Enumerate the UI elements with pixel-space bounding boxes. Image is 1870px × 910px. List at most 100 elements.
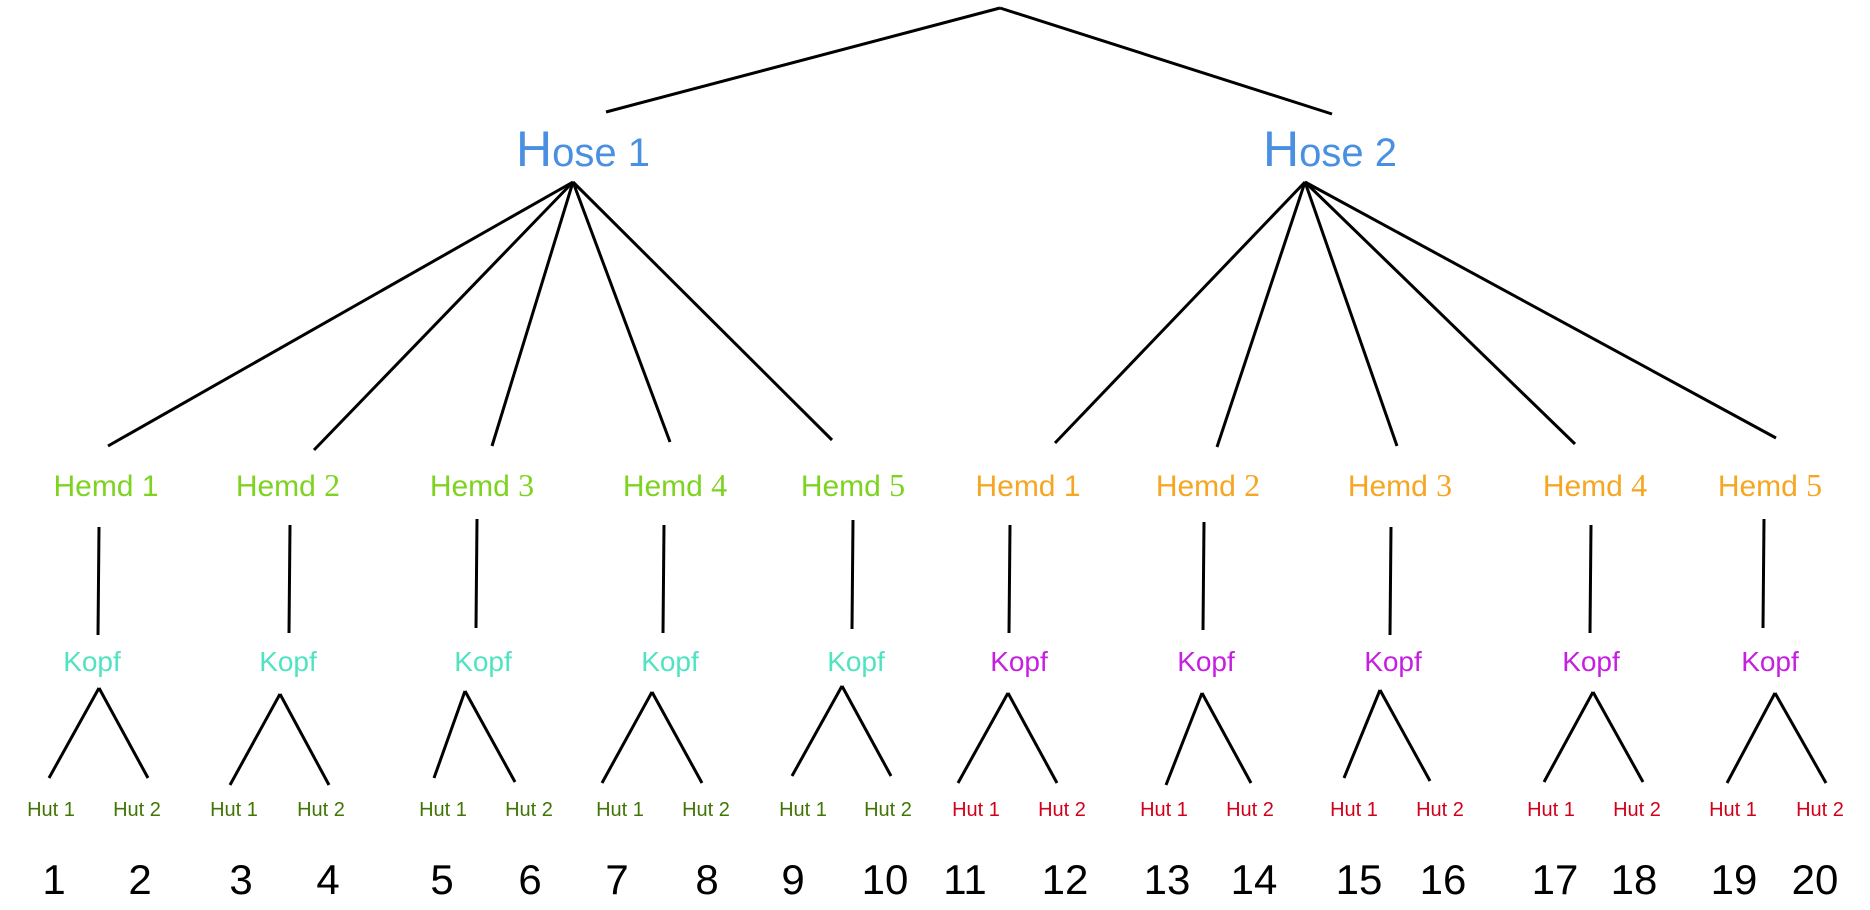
h2-hemd-4-label: Hemd 4 [1543,467,1647,503]
h2-hemd-5-kopf-label: Kopf [1741,646,1799,677]
h1-hemd-1-kopf-label: Kopf [63,646,121,677]
edge-h1-hemd-2-hut-1 [228,693,282,786]
edge-h2-hemd-2-hut-2 [1200,692,1253,784]
edge-h2-hemd-1-kopf [1007,524,1012,634]
edge-h2-hemd-4-hut-1 [1542,691,1595,783]
h1-hemd-2-hut-2-label: Hut 2 [297,799,345,821]
edge-h2-hemd-4 [1303,180,1577,446]
h1-hemd-3-kopf-label: Kopf [454,646,512,677]
edge-h1-hemd-3 [490,181,575,447]
edge-h1-hemd-4-hut-1 [600,691,654,784]
edge-h2-hemd-2-hut-1 [1164,692,1204,786]
h1-hemd-2-label: Hemd 2 [236,467,340,503]
edge-h2-hemd-4-kopf [1588,524,1593,634]
outcome-number: 19 [1711,856,1758,903]
h1-hemd-5-hut-1-label: Hut 1 [779,799,827,821]
h2-hemd-5-hut-1-label: Hut 1 [1709,799,1757,821]
outcome-number: 5 [430,856,453,903]
edge-h1-hemd-4-hut-2 [650,691,704,784]
outcome-number: 7 [605,856,628,903]
edge-h2-hemd-5-hut-1 [1725,692,1777,784]
h2-hemd-4-kopf-label: Kopf [1562,646,1620,677]
edge-h1-hemd-1 [107,180,574,448]
edge-h1-hemd-1-hut-1 [47,687,101,779]
outcome-number: 10 [862,856,909,903]
edge-h1-hemd-1-kopf [96,526,101,636]
h1-hemd-4-hut-2-label: Hut 2 [682,799,730,821]
h2-hemd-3-label: Hemd 3 [1348,467,1452,503]
h1-hemd-3-hut-2-label: Hut 2 [505,799,553,821]
edge-h1-hemd-1-hut-2 [97,687,150,779]
outcome-number: 6 [518,856,541,903]
h1-hemd-4-hut-1-label: Hut 1 [596,799,644,821]
h2-hemd-5-label: Hemd 5 [1718,467,1822,503]
edge-h2-hemd-5-hut-2 [1773,692,1828,784]
h2-hemd-3-hut-1-label: Hut 1 [1330,799,1378,821]
h1-hemd-2-kopf-label: Kopf [259,646,317,677]
edge-h1-hemd-2-hut-2 [278,693,331,786]
edge-h1-hemd-5 [571,180,834,442]
outcome-number: 16 [1420,856,1467,903]
edge-h2-hemd-1-hut-2 [1006,692,1059,784]
outcome-number: 17 [1532,856,1579,903]
h1-hemd-4-label: Hemd 4 [623,467,727,503]
edge-h1-hemd-2 [312,180,575,452]
h2-hemd-2-hut-1-label: Hut 1 [1140,799,1188,821]
edge-h2-hemd-3-hut-1 [1342,689,1382,779]
h2-hemd-1-kopf-label: Kopf [990,646,1048,677]
edge-root-hose-1 [605,6,1001,114]
h1-hemd-1-hut-2-label: Hut 2 [113,799,161,821]
edge-h2-hemd-4-hut-2 [1591,691,1645,783]
edge-h1-hemd-3-kopf [474,518,479,629]
h2-hemd-2-kopf-label: Kopf [1177,646,1235,677]
outcome-number: 4 [316,856,339,903]
h2-hemd-2-label: Hemd 2 [1156,467,1260,503]
h1-hemd-5-hut-2-label: Hut 2 [864,799,912,821]
edge-h1-hemd-5-hut-2 [840,685,893,777]
edge-h1-hemd-5-kopf [850,519,855,630]
edge-h1-hemd-3-hut-2 [463,690,517,783]
edge-h2-hemd-5 [1304,180,1777,440]
outcome-number: 14 [1231,856,1278,903]
h2-hemd-1-hut-1-label: Hut 1 [952,799,1000,821]
edge-h2-hemd-1-hut-1 [956,692,1010,784]
h1-hemd-1-label: Hemd 1 [53,470,158,503]
outcome-number: 12 [1042,856,1089,903]
edge-h1-hemd-3-hut-1 [432,690,467,779]
edge-h2-hemd-1 [1053,180,1307,445]
h2-hemd-4-hut-1-label: Hut 1 [1527,799,1575,821]
edge-h2-hemd-3-kopf [1388,526,1393,636]
edge-root-hose-2 [999,6,1333,116]
h1-hemd-3-hut-1-label: Hut 1 [419,799,467,821]
outcome-number: 18 [1611,856,1658,903]
outcome-number: 11 [943,856,987,903]
outcome-number: 8 [695,856,718,903]
outcome-number: 3 [229,856,252,903]
h2-hemd-4-hut-2-label: Hut 2 [1613,799,1661,821]
edge-h2-hemd-3 [1303,181,1399,447]
edge-h2-hemd-2-kopf [1201,521,1206,631]
edge-h2-hemd-5-kopf [1761,518,1766,629]
h2-hemd-2-hut-2-label: Hut 2 [1226,799,1274,821]
h1-hemd-4-kopf-label: Kopf [641,646,699,677]
outcome-number: 9 [781,856,804,903]
h2-hemd-1-label: Hemd 1 [975,470,1080,503]
edge-h1-hemd-4-kopf [661,524,666,634]
hose-2-label: Hose 2 [1263,121,1397,177]
edge-h2-hemd-3-hut-2 [1378,689,1432,782]
edge-h1-hemd-5-hut-1 [790,685,844,777]
edge-h2-hemd-2 [1215,181,1307,448]
edges-layer [47,6,1828,786]
outcome-number: 15 [1336,856,1383,903]
outcome-number: 20 [1792,856,1839,903]
h1-hemd-3-label: Hemd 3 [430,467,534,503]
hose-1-label: Hose 1 [516,121,650,177]
h1-hemd-5-label: Hemd 5 [801,467,905,503]
h2-hemd-1-hut-2-label: Hut 2 [1038,799,1086,821]
h1-hemd-1-hut-1-label: Hut 1 [27,799,75,821]
h1-hemd-5-kopf-label: Kopf [827,646,885,677]
outcome-number: 1 [42,856,65,903]
edge-h1-hemd-2-kopf [287,524,292,634]
